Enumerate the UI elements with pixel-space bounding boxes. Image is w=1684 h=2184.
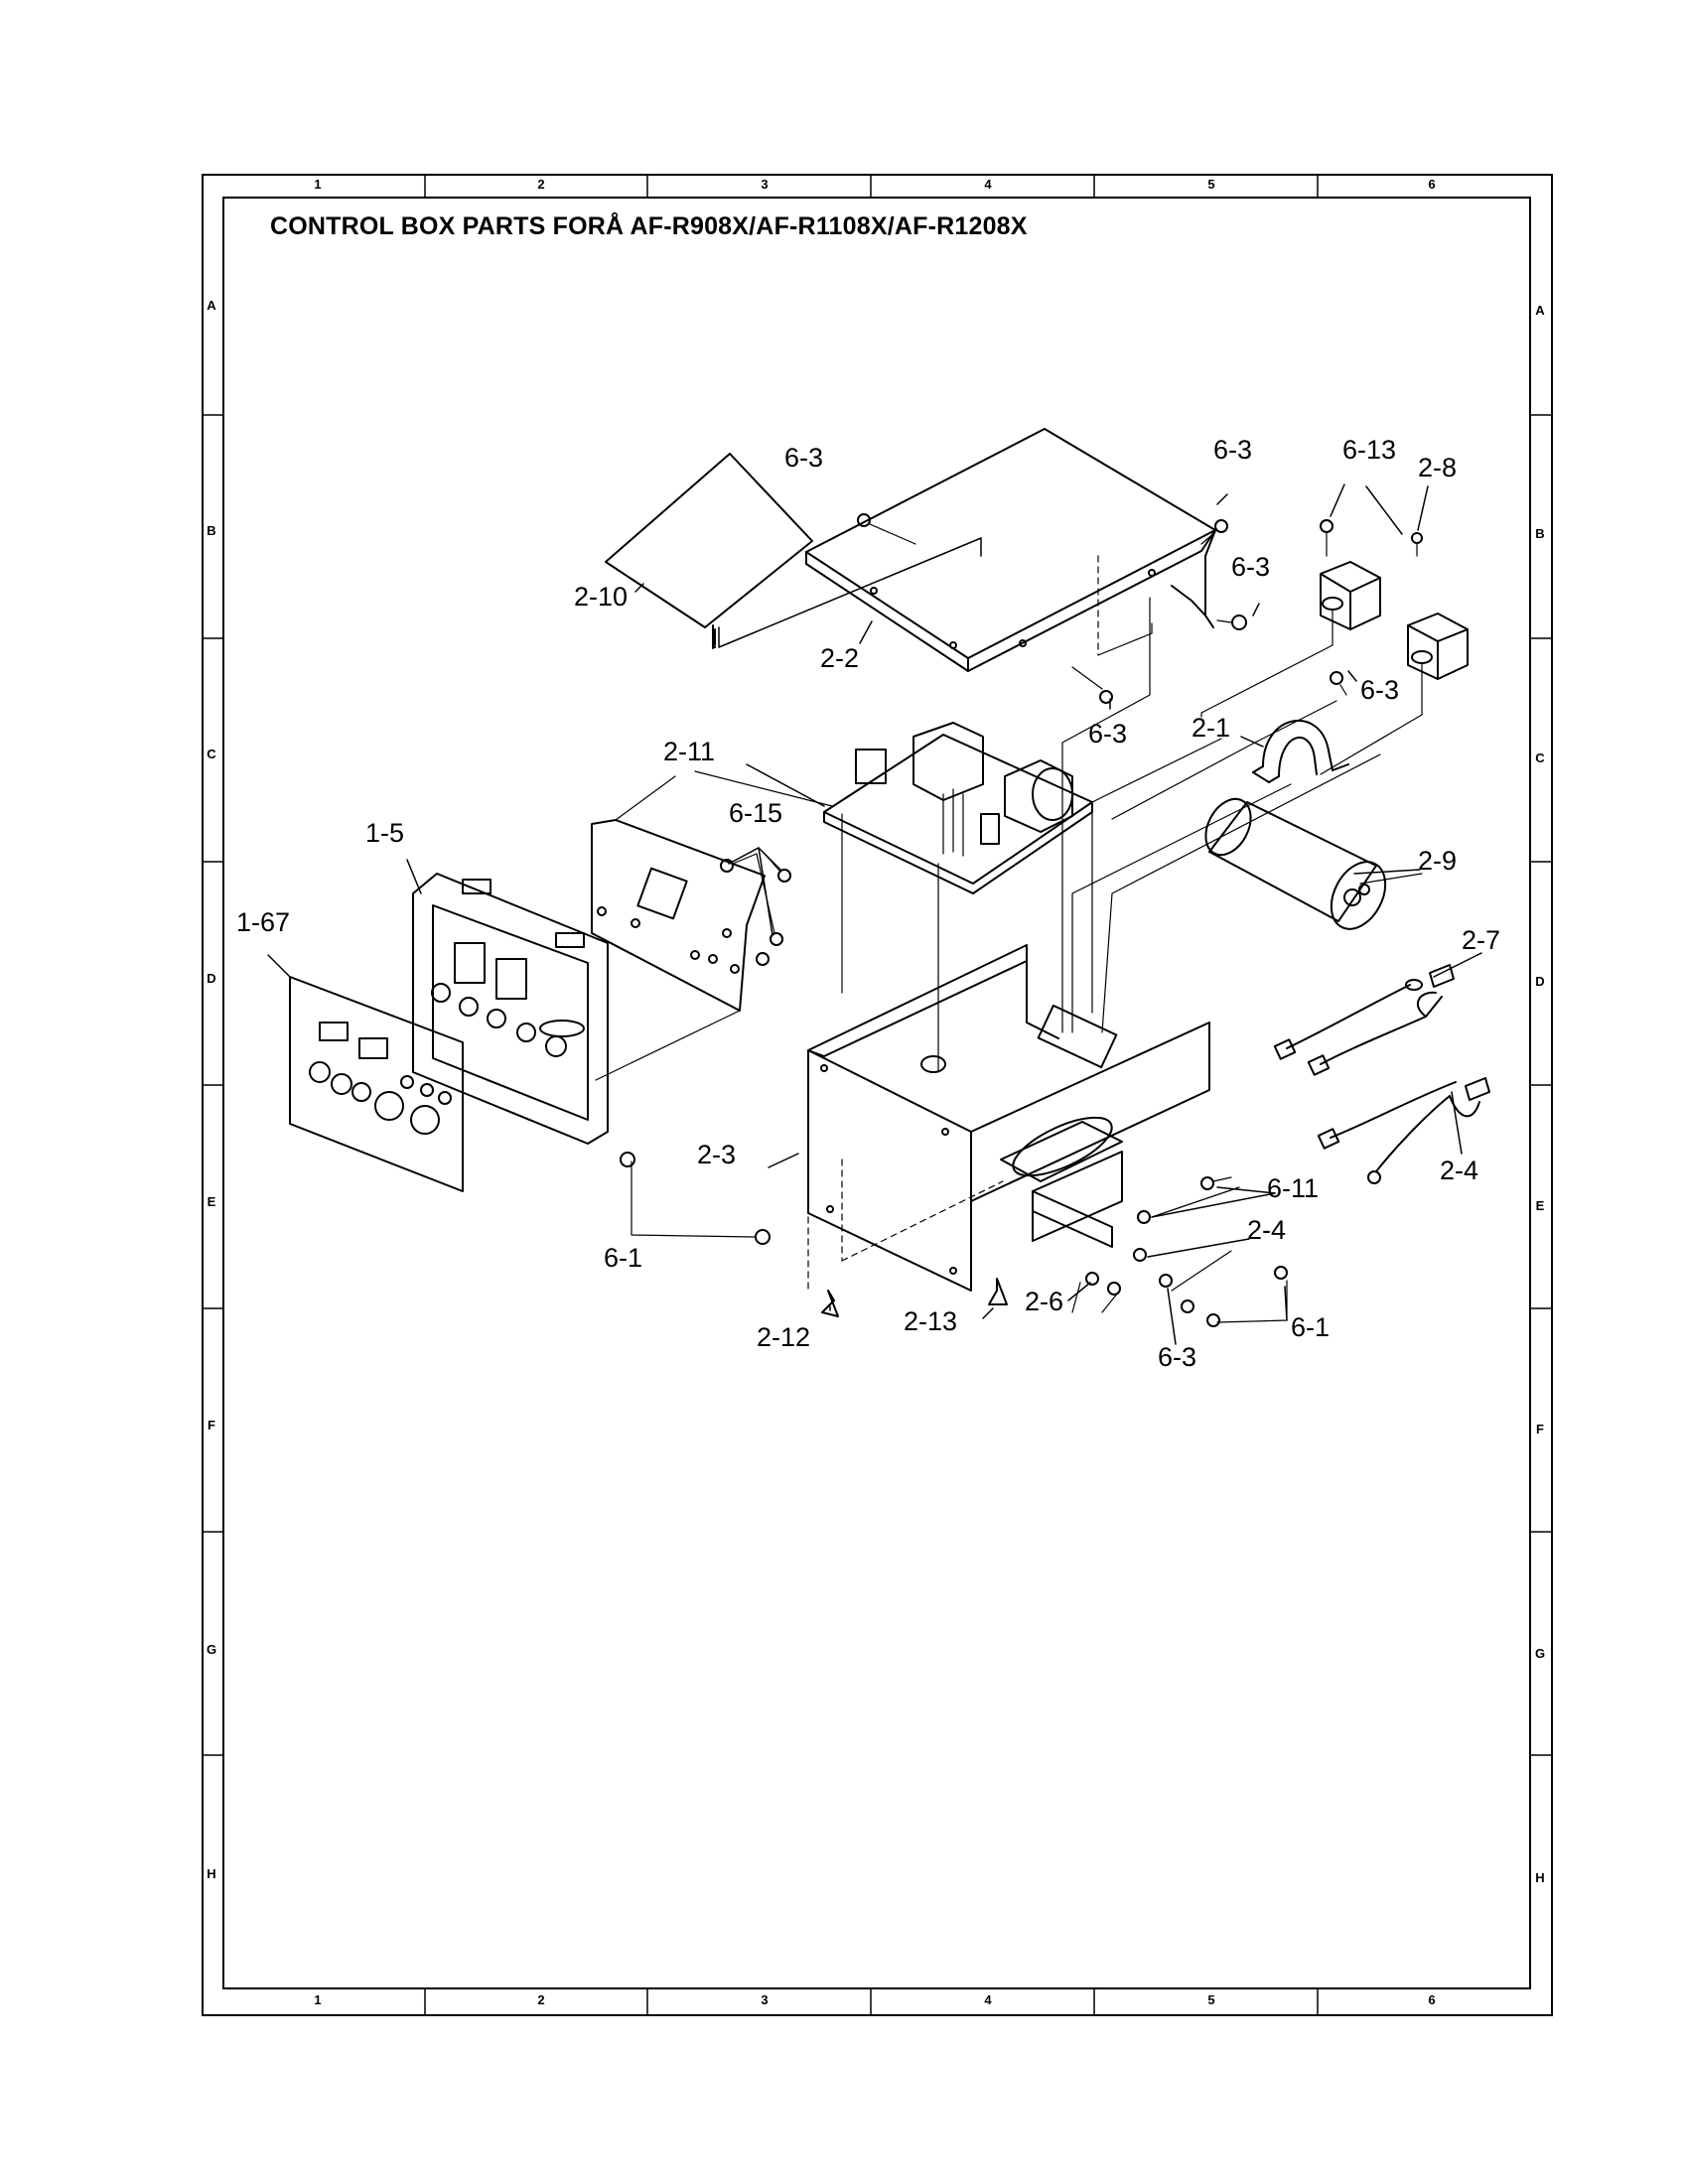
grid-row-label-right: F	[1536, 1422, 1544, 1436]
grid-col-label-bottom: 6	[1428, 1992, 1436, 2007]
grid-row-label-right: A	[1535, 303, 1545, 318]
wiring-route-lines	[1061, 597, 1381, 1033]
callout-6-1-right: 6-1	[1291, 1312, 1331, 1342]
callout-6-13: 6-13	[1342, 435, 1397, 465]
grid-row-label-left: F	[208, 1418, 215, 1433]
callout-2-9: 2-9	[1418, 846, 1458, 876]
grid-col-label-top: 3	[761, 177, 769, 192]
grid-col-label-top: 6	[1428, 177, 1436, 192]
callout-2-3: 2-3	[697, 1140, 737, 1169]
callout-6-3-cover-front: 6-3	[1088, 719, 1128, 749]
grid-row-label-left: B	[207, 523, 216, 538]
callout-6-3-relay: 6-3	[1360, 675, 1400, 705]
wire-harness-2-7	[1273, 964, 1455, 1076]
grid-row-label-left: G	[206, 1642, 217, 1657]
grid-row-label-left: C	[207, 747, 216, 761]
screw-6-3-group-top	[857, 513, 1423, 704]
callout-6-3-top-right: 6-3	[1213, 435, 1253, 465]
grid-col-label-top: 1	[314, 177, 322, 192]
callout-6-3-bottom: 6-3	[1158, 1342, 1197, 1372]
callout-6-11: 6-11	[1267, 1173, 1320, 1203]
grid-col-label-top: 4	[984, 177, 992, 192]
grid-row-label-right: G	[1534, 1646, 1546, 1661]
callout-2-8: 2-8	[1418, 453, 1458, 482]
grid-row-label-left: E	[207, 1194, 216, 1209]
relay-2-8	[1200, 561, 1469, 775]
control-box-2-3	[807, 944, 1210, 1292]
grid-col-label-bottom: 1	[314, 1992, 322, 2007]
grid-col-label-top: 2	[537, 177, 545, 192]
main-pcb-2-11	[694, 722, 1093, 1073]
capacitor-2-9	[1204, 797, 1423, 930]
wire-harness-2-4	[1317, 1077, 1490, 1184]
callout-6-3-cover-right: 6-3	[1231, 552, 1271, 582]
callout-2-6: 2-6	[1025, 1287, 1064, 1316]
grid-row-label-right: D	[1535, 974, 1545, 989]
callout-2-11: 2-11	[663, 737, 716, 766]
callout-1-5: 1-5	[365, 818, 405, 848]
top-cover-2-2	[712, 428, 1216, 672]
callout-1-67: 1-67	[236, 907, 291, 937]
front-panel-1-67	[289, 976, 464, 1192]
grid-col-label-bottom: 3	[761, 1992, 769, 2007]
drawing-border-outer	[202, 174, 1553, 2016]
display-pcb-board	[591, 775, 766, 1081]
grid-row-label-left: A	[207, 298, 216, 313]
callout-leaders	[267, 483, 1482, 1345]
drawing-border-inner	[222, 197, 1531, 1989]
grid-row-label-right: E	[1535, 1198, 1545, 1213]
callout-6-1-left: 6-1	[604, 1243, 643, 1273]
capacitor-bracket-2-1	[1252, 720, 1349, 783]
label-sheet-2-10	[605, 453, 813, 648]
grid-col-label-bottom: 4	[984, 1992, 992, 2007]
callout-2-10: 2-10	[574, 582, 629, 612]
diagram-title: CONTROL BOX PARTS FORÅ AF-R908X/AF-R1108…	[270, 212, 1028, 240]
callout-6-15: 6-15	[729, 798, 783, 828]
bottom-hardware	[620, 1107, 1288, 1327]
callout-6-3-top-left: 6-3	[784, 443, 824, 473]
grid-col-label-bottom: 2	[537, 1992, 545, 2007]
grid-ticks	[203, 175, 1552, 2015]
front-frame-1-5	[412, 873, 609, 1145]
grid-col-label-bottom: 5	[1207, 1992, 1215, 2007]
grid-row-label-left: H	[207, 1866, 216, 1881]
callout-2-4-harness: 2-4	[1440, 1156, 1479, 1185]
grid-row-label-left: D	[207, 971, 216, 986]
grid-row-label-right: B	[1535, 526, 1545, 541]
callout-2-1: 2-1	[1192, 713, 1231, 743]
callout-2-13: 2-13	[904, 1306, 958, 1336]
callout-2-7: 2-7	[1462, 925, 1501, 955]
callout-2-12: 2-12	[757, 1322, 811, 1352]
grid-row-label-right: C	[1535, 751, 1545, 765]
grid-col-label-top: 5	[1207, 177, 1215, 192]
callout-2-2: 2-2	[820, 643, 860, 673]
grid-row-label-right: H	[1535, 1870, 1545, 1885]
callout-2-4-terminal: 2-4	[1247, 1215, 1287, 1245]
screws-6-15	[720, 853, 791, 966]
